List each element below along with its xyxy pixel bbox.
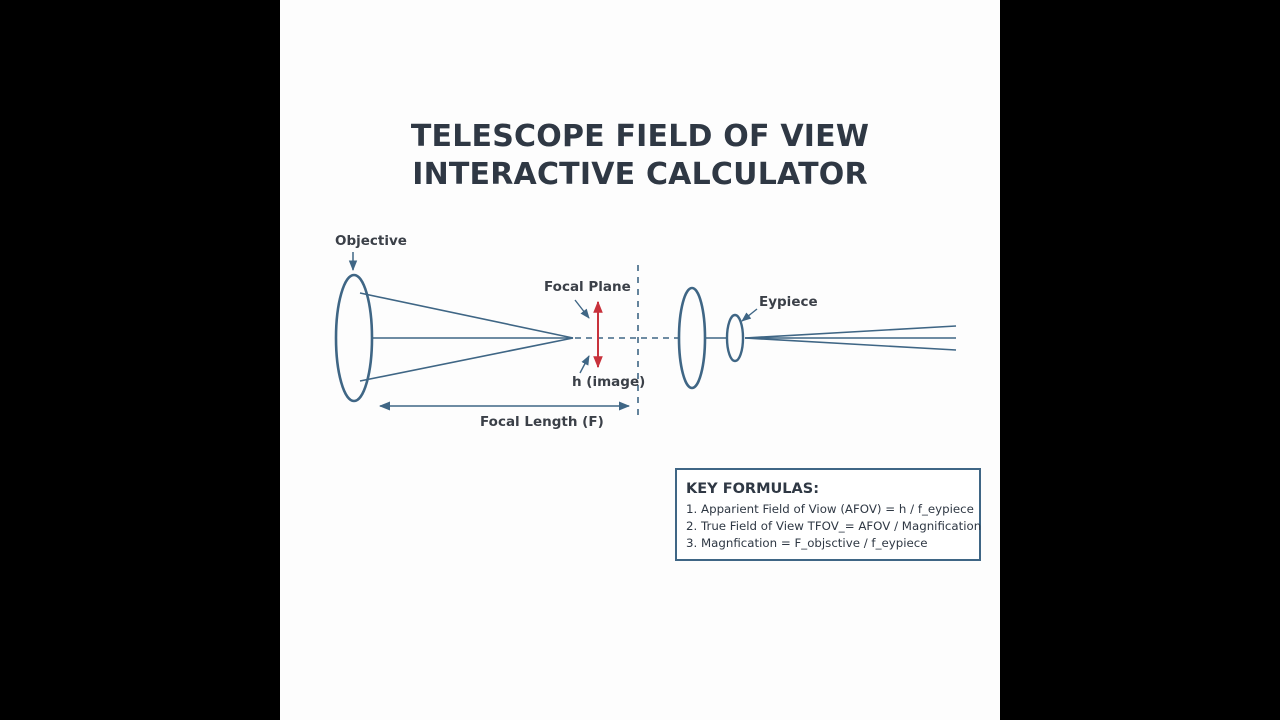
exit-ray-top bbox=[744, 325, 957, 339]
eyepiece-lens bbox=[725, 313, 745, 363]
eyepiece-pointer-arrow bbox=[741, 308, 758, 322]
eyepiece-label: Eypiece bbox=[759, 294, 818, 310]
key-formulas-box: KEY FORMULAS: 1. Apparient Field of Viow… bbox=[675, 468, 981, 561]
page-title: TELESCOPE FIELD OF VIEW INTERACTIVE CALC… bbox=[280, 118, 1000, 194]
formula-item: 3. Magnfication = F_objsctive / f_eypiec… bbox=[686, 536, 928, 550]
formulas-heading: KEY FORMULAS: bbox=[686, 481, 819, 497]
diagram-panel: TELESCOPE FIELD OF VIEW INTERACTIVE CALC… bbox=[280, 0, 1000, 720]
ray-bottom bbox=[359, 337, 574, 382]
formula-item: 2. True Field of View TFOV_= AFOV / Magn… bbox=[686, 519, 982, 533]
focal-plane-pointer-arrow bbox=[574, 299, 590, 319]
focal-length-label: Focal Length (F) bbox=[480, 414, 604, 430]
formula-item: 1. Apparient Field of Viow (AFOV) = h / … bbox=[686, 502, 974, 516]
telescope-optics-diagram: Objective Focal Plane h (image) Focal Le… bbox=[334, 233, 957, 430]
field-lens bbox=[677, 286, 707, 390]
objective-label: Objective bbox=[335, 233, 407, 249]
title-line-1: TELESCOPE FIELD OF VIEW bbox=[410, 119, 870, 154]
focal-plane-label: Focal Plane bbox=[544, 279, 631, 295]
exit-ray-bottom bbox=[744, 337, 957, 351]
title-line-2: INTERACTIVE CALCULATOR bbox=[412, 157, 868, 192]
ray-top bbox=[359, 292, 574, 339]
image-height-label: h (image) bbox=[572, 374, 645, 390]
image-height-pointer-arrow bbox=[579, 355, 590, 374]
